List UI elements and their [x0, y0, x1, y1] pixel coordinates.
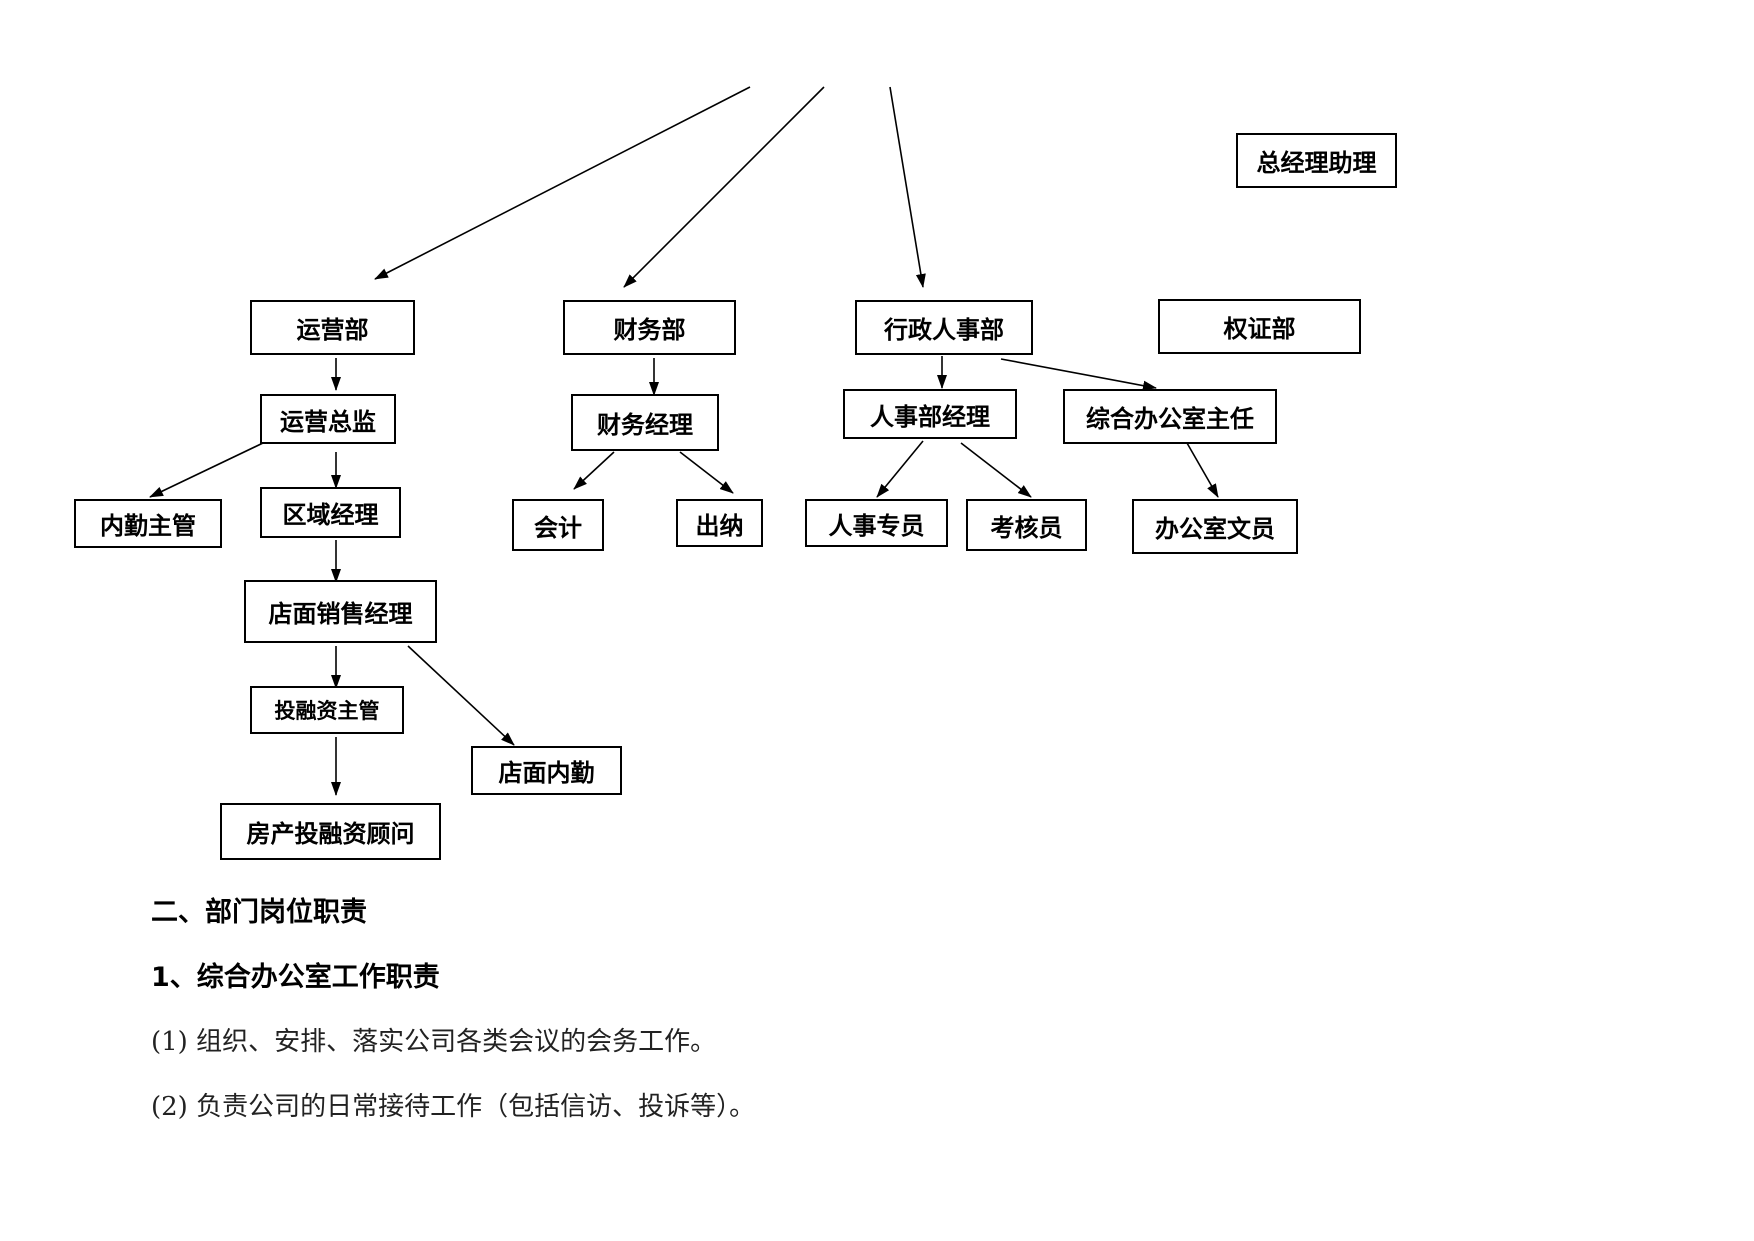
duty-item-1: (1) 组织、安排、落实公司各类会议的会务工作。	[151, 1027, 717, 1057]
box-hr-specialist: 人事专员	[805, 499, 948, 547]
arrow-hr-manager-to-assessor	[960, 442, 1032, 498]
box-operations-dept: 运营部	[250, 300, 415, 355]
box-office-clerk: 办公室文员	[1132, 499, 1298, 554]
section-heading: 二、部门岗位职责	[151, 897, 367, 928]
arrow-finance-manager-to-cashier	[679, 451, 734, 494]
arrow-office-director-to-clerk	[1186, 442, 1219, 498]
arrow-director-to-internal-supervisor	[149, 442, 264, 498]
box-investment-supervisor: 投融资主管	[250, 686, 404, 734]
box-assessor: 考核员	[966, 499, 1087, 551]
box-gm-assistant: 总经理助理	[1236, 133, 1397, 188]
arrow-finance-manager-to-accountant	[573, 451, 615, 490]
section-subheading: 1、综合办公室工作职责	[151, 962, 440, 993]
arrow-top-to-operations	[374, 86, 751, 280]
box-store-internal: 店面内勤	[471, 746, 622, 795]
box-cashier: 出纳	[676, 499, 763, 547]
arrow-top-to-admin-hr	[889, 86, 926, 288]
box-hr-manager: 人事部经理	[843, 389, 1017, 439]
box-operations-director: 运营总监	[260, 394, 396, 444]
box-finance-dept: 财务部	[563, 300, 736, 355]
box-title-cert-dept: 权证部	[1158, 299, 1361, 354]
box-property-advisor: 房产投融资顾问	[220, 803, 441, 860]
box-office-director: 综合办公室主任	[1063, 389, 1277, 444]
arrow-top-to-finance	[623, 86, 825, 288]
arrow-store-sales-to-store-internal	[407, 645, 515, 746]
box-internal-supervisor: 内勤主管	[74, 499, 222, 548]
arrow-admin-hr-to-office-director	[1000, 358, 1157, 391]
box-regional-manager: 区域经理	[260, 487, 401, 538]
box-finance-manager: 财务经理	[571, 394, 719, 451]
box-store-sales-manager: 店面销售经理	[244, 580, 437, 643]
box-admin-hr-dept: 行政人事部	[855, 300, 1033, 355]
box-accountant: 会计	[512, 499, 604, 551]
duty-item-2: (2) 负责公司的日常接待工作（包括信访、投诉等）。	[151, 1092, 756, 1122]
arrow-hr-manager-to-specialist	[876, 440, 924, 498]
